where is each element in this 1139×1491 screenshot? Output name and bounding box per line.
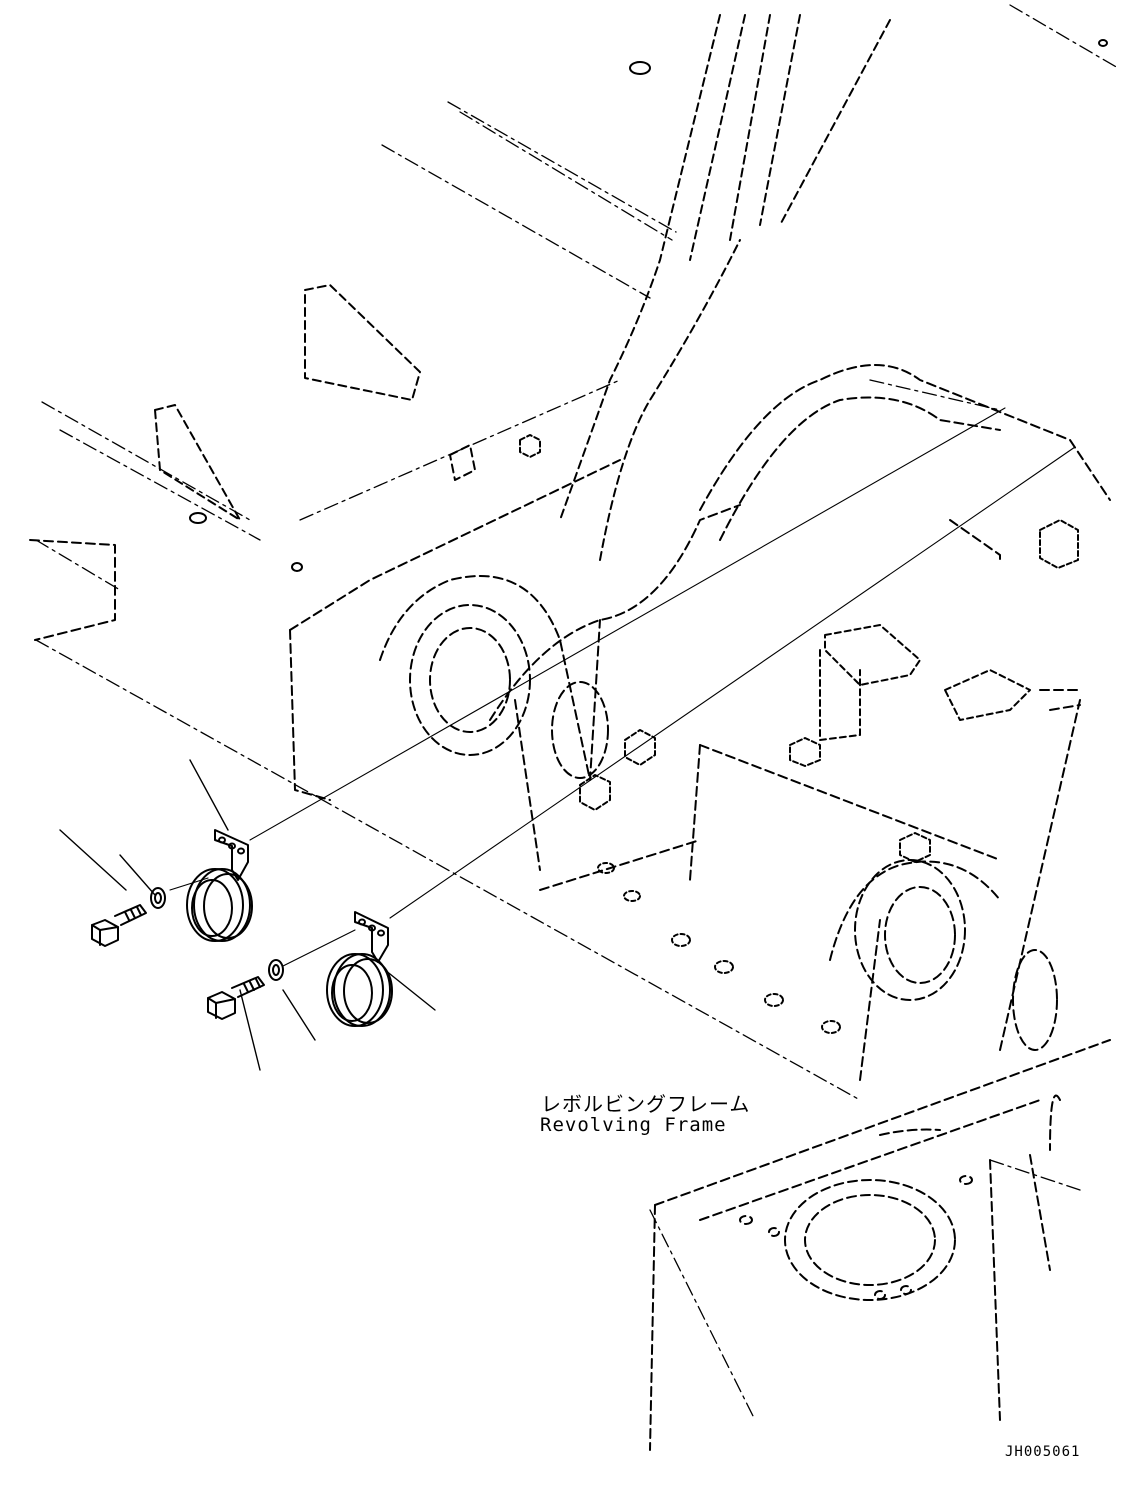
horn-2 <box>326 911 393 1027</box>
bolt-1 <box>91 904 147 947</box>
frame-holes-row <box>597 862 841 1034</box>
gusset-upper <box>154 284 476 521</box>
lower-chassis <box>649 1039 1111 1451</box>
hidden-outlines <box>35 4 1119 1421</box>
assembly-lines <box>169 407 1076 967</box>
frame-holes-top <box>189 39 1108 572</box>
horn-bracket-frame <box>819 624 1031 741</box>
revolving-frame-body <box>29 364 1111 1081</box>
horn-1 <box>186 829 253 942</box>
bolt-2 <box>207 976 265 1020</box>
part-leaders <box>59 759 436 1071</box>
frame-nuts <box>519 434 1079 863</box>
washer-2 <box>268 959 284 981</box>
washer-1 <box>150 887 166 909</box>
frame-label-english: Revolving Frame <box>540 1114 727 1136</box>
drawing-code: JH005061 <box>1005 1444 1081 1460</box>
boom-outline <box>559 14 891 561</box>
frame-label-japanese: レボルビングフレーム <box>541 1092 751 1116</box>
